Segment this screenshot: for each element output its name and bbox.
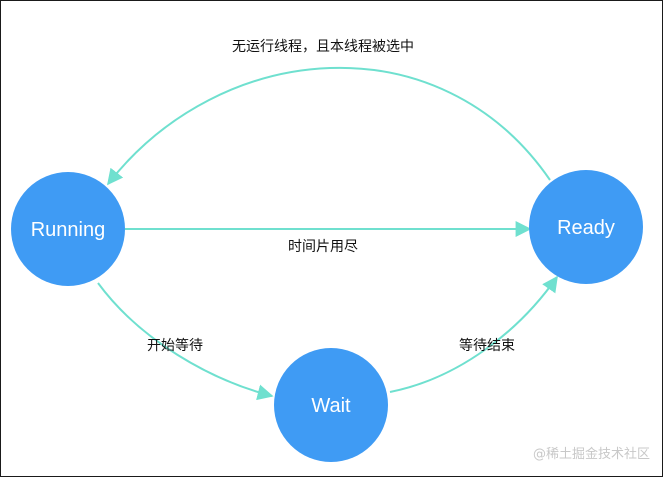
node-ready-label: Ready (557, 217, 615, 239)
node-wait: Wait (274, 348, 388, 462)
node-running: Running (11, 172, 125, 286)
edge-wait-to-ready (389, 275, 558, 393)
edge-label-running-to-ready: 时间片用尽 (288, 239, 358, 255)
edge-running-to-wait (97, 282, 274, 401)
edge-ready-to-running (107, 66, 551, 186)
edge-label-running-to-wait: 开始等待 (147, 337, 203, 354)
node-running-label: Running (31, 219, 106, 241)
edge-label-ready-to-running: 无运行线程，且本线程被选中 (232, 39, 414, 55)
watermark: @稀土掘金技术社区 (533, 446, 650, 462)
edge-label-wait-to-ready: 等待结束 (459, 337, 515, 354)
node-wait-label: Wait (311, 395, 351, 417)
node-ready: Ready (529, 170, 643, 284)
